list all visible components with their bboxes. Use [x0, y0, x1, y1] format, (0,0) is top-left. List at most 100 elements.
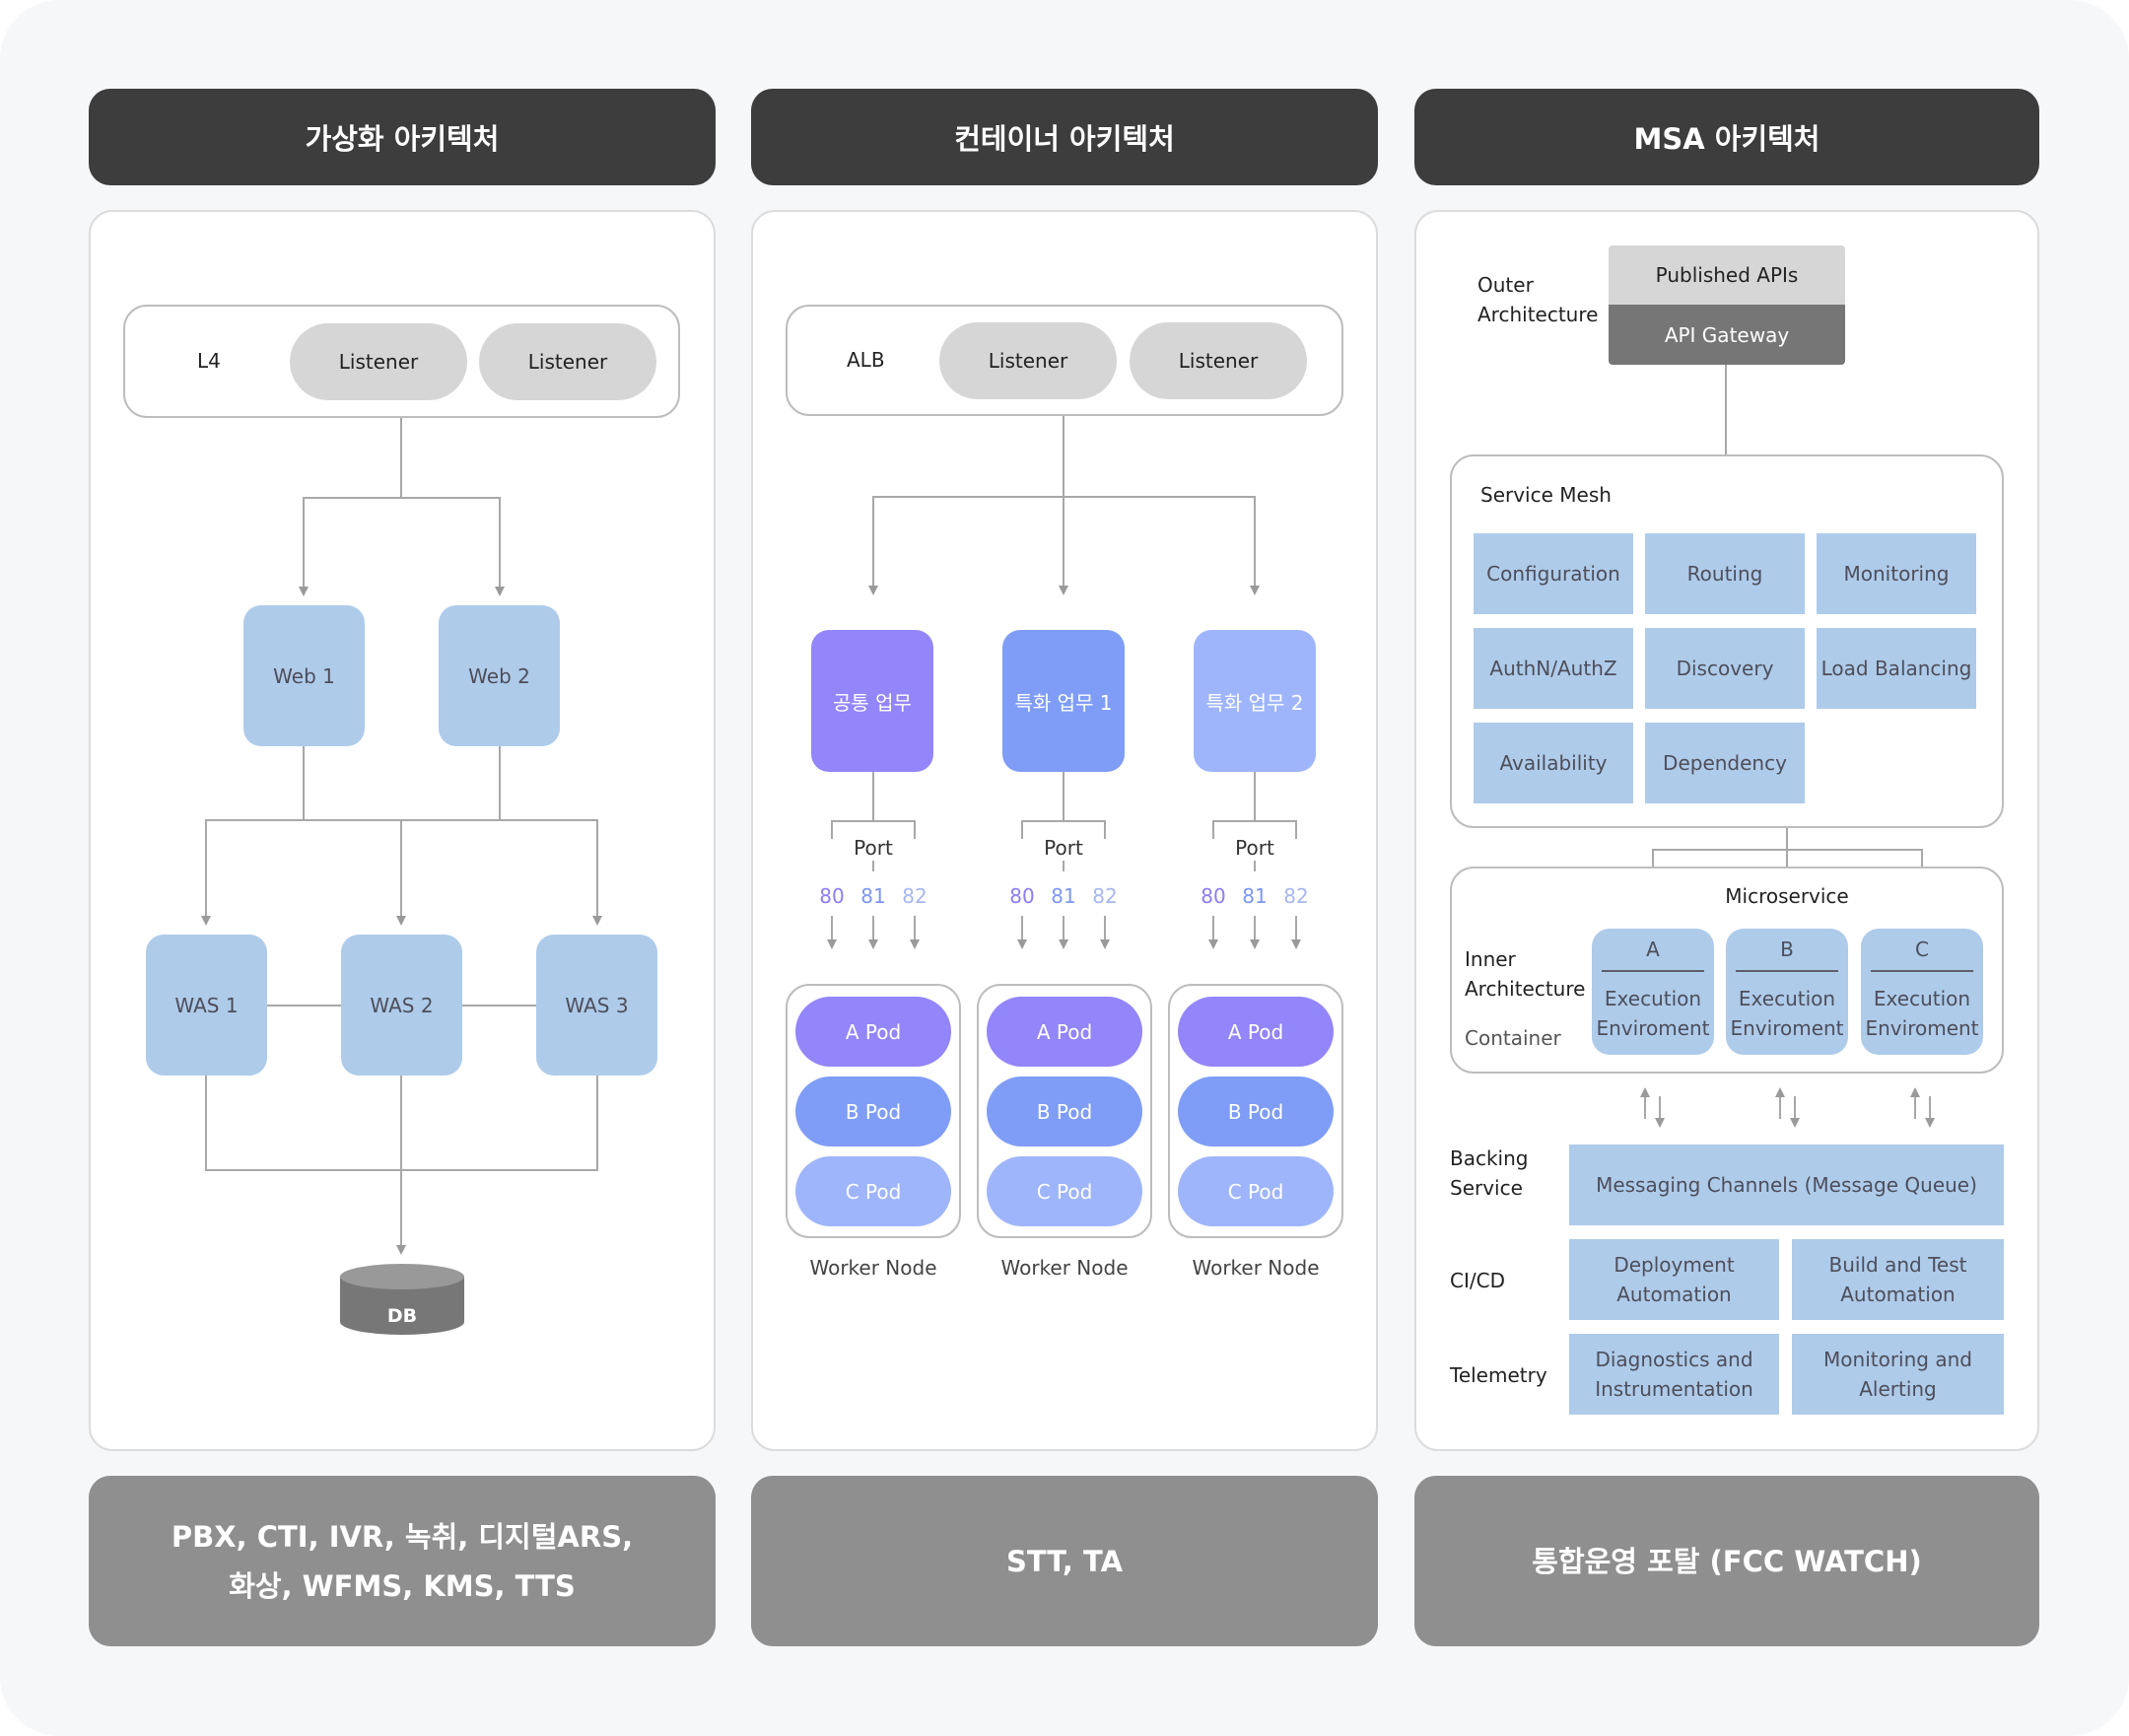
worker-3-a-pod: A Pod — [1178, 997, 1334, 1067]
mesh-dependency: Dependency — [1645, 723, 1805, 803]
microservice-a-card: A Execution Enviroment — [1592, 929, 1714, 1055]
telemetry-label: Telemetry — [1450, 1363, 1547, 1387]
worker-node-2-label: Worker Node — [1000, 1256, 1129, 1280]
cicd-label: CI/CD — [1450, 1269, 1505, 1292]
mesh-load-balancing: Load Balancing — [1817, 628, 1976, 709]
port-label-3: Port — [1235, 836, 1274, 860]
db-label: DB — [386, 1305, 418, 1327]
monitoring-alerting-line-2: Alerting — [1859, 1377, 1937, 1401]
messaging-channels-box: Messaging Channels (Message Queue) — [1569, 1145, 2004, 1225]
port-82-1: 82 — [902, 884, 927, 908]
alb-listener-1: Listener — [939, 322, 1117, 399]
db-cylinder — [340, 1264, 464, 1335]
microservice-c-name: C — [1915, 937, 1929, 961]
virtualization-footer-line-1: PBX, CTI, IVR, 녹취, 디지털ARS, — [171, 1519, 634, 1554]
container-header: 컨테이너 아키텍처 — [751, 89, 1378, 185]
diagnostics-box: Diagnostics and Instrumentation — [1569, 1334, 1779, 1415]
microservice-a-name: A — [1646, 937, 1660, 961]
microservice-b-line-2: Enviroment — [1730, 1016, 1844, 1040]
outer-label-line-1: Outer — [1477, 273, 1534, 297]
worker-1-b-pod: B Pod — [795, 1076, 951, 1146]
cont-lb-to-svc1-line — [868, 416, 1064, 595]
virtualization-footer: PBX, CTI, IVR, 녹취, 디지털ARS, 화상, WFMS, KMS… — [89, 1476, 716, 1646]
deployment-line-1: Deployment — [1614, 1253, 1735, 1277]
port-label-1: Port — [854, 836, 893, 860]
mesh-configuration: Configuration — [1474, 533, 1633, 614]
msa-header: MSA 아키텍처 — [1414, 89, 2039, 185]
web-2-node: Web 2 — [439, 605, 560, 746]
service-mesh-title: Service Mesh — [1480, 483, 1612, 507]
port-80-2: 80 — [1009, 884, 1035, 908]
microservice-c-line-2: Enviroment — [1865, 1016, 1979, 1040]
microservice-b-line-1: Execution — [1738, 987, 1836, 1010]
port-81-1: 81 — [860, 884, 886, 908]
diagnostics-line-1: Diagnostics and — [1595, 1348, 1753, 1371]
worker-1-c-pod: C Pod — [795, 1156, 951, 1226]
port-80-1: 80 — [819, 884, 845, 908]
worker-2-c-pod: C Pod — [987, 1156, 1142, 1226]
outer-architecture-label: Outer Architecture — [1477, 270, 1635, 333]
worker-2-b-pod: B Pod — [987, 1076, 1142, 1146]
cont-port-bracket-1 — [831, 772, 916, 839]
virt-lb-to-web2-line — [401, 497, 505, 596]
build-line-1: Build and Test — [1828, 1253, 1967, 1277]
l4-listener-2: Listener — [479, 323, 656, 400]
worker-node-1-label: Worker Node — [809, 1256, 937, 1280]
deployment-automation-box: Deployment Automation — [1569, 1239, 1779, 1320]
backing-service-label: Backing Service — [1450, 1144, 1568, 1207]
monitoring-alerting-line-1: Monitoring and — [1823, 1348, 1972, 1371]
microservice-a-line-1: Execution — [1604, 987, 1702, 1010]
microservice-c-card: C Execution Enviroment — [1861, 929, 1983, 1055]
worker-2-a-pod: A Pod — [987, 997, 1142, 1067]
virtualization-footer-line-2: 화상, WFMS, KMS, TTS — [229, 1568, 576, 1603]
port-81-3: 81 — [1242, 884, 1268, 908]
port-80-3: 80 — [1201, 884, 1226, 908]
special-service-2-node: 특화 업무 2 — [1194, 630, 1316, 772]
alb-label: ALB — [847, 348, 885, 372]
mesh-routing: Routing — [1645, 533, 1805, 614]
alb-listener-2: Listener — [1130, 322, 1307, 399]
port-82-3: 82 — [1283, 884, 1309, 908]
cont-port-bracket-3 — [1212, 772, 1297, 839]
microservice-c-line-1: Execution — [1873, 987, 1971, 1010]
build-test-automation-box: Build and Test Automation — [1792, 1239, 2004, 1320]
worker-node-3-label: Worker Node — [1192, 1256, 1320, 1280]
microservice-a-line-2: Enviroment — [1596, 1016, 1710, 1040]
was-3-node: WAS 3 — [536, 935, 657, 1076]
cont-port-ticks — [872, 861, 1256, 871]
inner-label-line-1: Inner — [1465, 947, 1516, 971]
msa-footer: 통합운영 포탈 (FCC WATCH) — [1414, 1476, 2039, 1646]
port-82-2: 82 — [1092, 884, 1118, 908]
worker-3-c-pod: C Pod — [1178, 1156, 1334, 1226]
l4-label: L4 — [197, 349, 221, 373]
mesh-availability: Availability — [1474, 723, 1633, 803]
backing-label-line-1: Backing — [1450, 1146, 1529, 1170]
special-service-1-node: 특화 업무 1 — [1002, 630, 1125, 772]
mesh-discovery: Discovery — [1645, 628, 1805, 709]
mesh-authn-authz: AuthN/AuthZ — [1474, 628, 1633, 709]
published-apis-box: Published APIs — [1609, 245, 1845, 305]
virt-web-to-was3-line — [499, 746, 602, 926]
l4-listener-1: Listener — [290, 323, 467, 400]
mesh-monitoring: Monitoring — [1817, 533, 1976, 614]
microservice-b-name: B — [1780, 937, 1794, 961]
port-label-2: Port — [1044, 836, 1083, 860]
microservice-b-card: B Execution Enviroment — [1726, 929, 1848, 1055]
cont-lb-to-svc3-line — [1064, 496, 1260, 595]
inner-architecture-label: Inner Architecture — [1465, 944, 1603, 1007]
virt-lb-to-web1-line — [299, 418, 402, 596]
virt-web-to-was1-line — [201, 746, 305, 926]
build-line-2: Automation — [1840, 1283, 1956, 1306]
backing-label-line-2: Service — [1450, 1176, 1523, 1200]
cont-port-bracket-2 — [1021, 772, 1106, 839]
port-81-2: 81 — [1051, 884, 1076, 908]
microservice-title: Microservice — [1725, 884, 1849, 908]
common-service-node: 공통 업무 — [811, 630, 933, 772]
was-2-node: WAS 2 — [341, 935, 462, 1076]
inner-label-line-2: Architecture — [1465, 977, 1586, 1001]
container-label: Container — [1465, 1026, 1561, 1050]
worker-3-b-pod: B Pod — [1178, 1076, 1334, 1146]
api-gateway-box: API Gateway — [1609, 305, 1845, 365]
